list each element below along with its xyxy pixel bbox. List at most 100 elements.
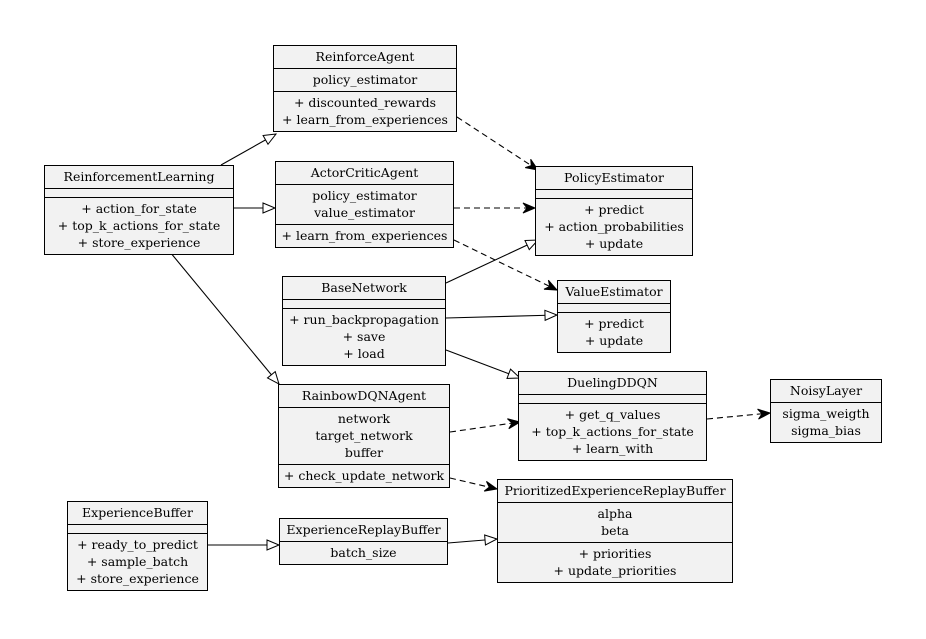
class-name: RainbowDQNAgent bbox=[301, 388, 427, 403]
section-attributes: policy_estimator bbox=[274, 68, 456, 91]
relation-inheritance-experience-replay-buffer-to-prioritized-experience-replay-buffer bbox=[447, 539, 497, 543]
class-method: + update_priorities bbox=[553, 563, 677, 578]
section-name: ReinforcementLearning bbox=[45, 166, 233, 188]
class-dueling-ddqn: DuelingDDQN + get_q_values + top_k_actions… bbox=[518, 371, 707, 461]
relation-dependency-rainbow-dqn-agent-to-dueling-ddqn bbox=[449, 422, 520, 433]
section-name: PrioritizedExperienceReplayBuffer bbox=[498, 480, 732, 502]
relation-dependency-rainbow-dqn-agent-to-prioritized-experience-replay-buffer bbox=[449, 477, 497, 489]
class-method: + discounted_rewards bbox=[293, 95, 437, 110]
class-method: + update bbox=[584, 333, 644, 348]
class-experience-buffer: ExperienceBuffer + ready_to_predict + samp… bbox=[67, 501, 208, 591]
relation-inheritance-base-network-to-policy-estimator bbox=[445, 240, 538, 284]
class-method: + save bbox=[342, 329, 386, 344]
section-name: RainbowDQNAgent bbox=[279, 385, 449, 407]
section-name: ExperienceBuffer bbox=[68, 502, 207, 524]
relation-inheritance-reinforcement-learning-to-rainbow-dqn-agent bbox=[169, 251, 279, 384]
class-method: + store_experience bbox=[77, 235, 201, 250]
section-methods: + check_update_network bbox=[279, 464, 449, 487]
class-value-estimator: ValueEstimator + predict + update bbox=[557, 280, 671, 353]
class-name: NoisyLayer bbox=[789, 383, 863, 398]
section-methods: + ready_to_predict + sample_batch + store_… bbox=[68, 533, 207, 590]
class-method: + get_q_values bbox=[564, 407, 661, 422]
class-attribute: batch_size bbox=[330, 545, 397, 560]
class-name: ExperienceBuffer bbox=[82, 505, 193, 520]
class-name: ValueEstimator bbox=[565, 284, 663, 299]
class-name: ReinforceAgent bbox=[315, 49, 415, 64]
section-name: PolicyEstimator bbox=[536, 167, 692, 189]
class-method: + load bbox=[343, 346, 385, 361]
class-method: + action_probabilities bbox=[544, 219, 684, 234]
class-method: + priorities bbox=[578, 546, 652, 561]
class-name: ReinforcementLearning bbox=[63, 169, 215, 184]
class-method: + ready_to_predict bbox=[77, 537, 198, 552]
section-name: NoisyLayer bbox=[771, 380, 881, 402]
relation-dependency-actor-critic-agent-to-value-estimator bbox=[453, 239, 557, 290]
section-name: ValueEstimator bbox=[558, 281, 670, 303]
class-method: + action_for_state bbox=[81, 201, 197, 216]
class-method: + learn_from_experiences bbox=[282, 112, 448, 127]
class-attribute: sigma_weigth bbox=[782, 406, 870, 421]
section-attributes: sigma_weigth sigma_bias bbox=[771, 402, 881, 442]
class-name: BaseNetwork bbox=[321, 280, 407, 295]
class-attribute: buffer bbox=[344, 445, 384, 460]
class-attribute: alpha bbox=[597, 506, 633, 521]
section-methods: + predict + action_probabilities + update bbox=[536, 198, 692, 255]
section-attributes bbox=[536, 189, 692, 198]
class-method: + sample_batch bbox=[86, 554, 189, 569]
class-name: PolicyEstimator bbox=[564, 170, 664, 185]
section-attributes: alpha beta bbox=[498, 502, 732, 542]
class-method: + update bbox=[584, 236, 644, 251]
class-base-network: BaseNetwork+ run_backpropagation+ save+ … bbox=[282, 276, 446, 366]
section-methods: + get_q_values + top_k_actions_for_state +… bbox=[519, 403, 706, 460]
section-name: ExperienceReplayBuffer bbox=[280, 519, 447, 541]
class-attribute: policy_estimator bbox=[312, 188, 417, 203]
relation-dependency-dueling-ddqn-to-noisy-layer bbox=[706, 413, 770, 419]
class-method: + top_k_actions_for_state bbox=[531, 424, 694, 439]
class-actor-critic-agent: ActorCriticAgent policy_estimator value_es… bbox=[275, 161, 454, 248]
section-attributes bbox=[283, 299, 445, 308]
class-name: PrioritizedExperienceReplayBuffer bbox=[504, 483, 726, 498]
relation-dependency-reinforce-agent-to-policy-estimator bbox=[456, 116, 538, 170]
section-methods: + learn_from_experiences bbox=[276, 224, 453, 247]
relation-inheritance-base-network-to-value-estimator bbox=[445, 315, 557, 318]
class-method: + predict bbox=[584, 316, 644, 331]
class-attribute: target_network bbox=[315, 428, 413, 443]
class-policy-estimator: PolicyEstimator + predict + action_probabi… bbox=[535, 166, 693, 256]
class-method: + top_k_actions_for_state bbox=[57, 218, 221, 233]
section-methods: + priorities + update_priorities bbox=[498, 542, 732, 582]
section-attributes bbox=[68, 524, 207, 533]
section-methods: + action_for_state + top_k_actions_for_st… bbox=[45, 197, 233, 254]
section-attributes: policy_estimator value_estimator bbox=[276, 184, 453, 224]
class-method: + predict bbox=[584, 202, 644, 217]
class-attribute: sigma_bias bbox=[791, 423, 861, 438]
class-reinforcement-learning: ReinforcementLearning+ action_for_state+… bbox=[44, 165, 234, 255]
class-attribute: value_estimator bbox=[314, 205, 415, 220]
class-attribute: policy_estimator bbox=[312, 72, 418, 87]
section-methods: + discounted_rewards + learn_from_experie… bbox=[274, 91, 456, 131]
section-name: ReinforceAgent bbox=[274, 46, 456, 68]
relation-inheritance-base-network-to-dueling-ddqn bbox=[445, 349, 520, 378]
class-method: + learn_from_experiences bbox=[281, 228, 448, 243]
section-attributes bbox=[558, 303, 670, 312]
section-attributes bbox=[45, 188, 233, 197]
class-method: + check_update_network bbox=[283, 468, 445, 483]
class-attribute: beta bbox=[601, 523, 629, 538]
class-name: ActorCriticAgent bbox=[310, 165, 419, 180]
class-noisy-layer: NoisyLayer sigma_weigth sigma_bias bbox=[770, 379, 882, 443]
class-method: + learn_with bbox=[571, 441, 654, 456]
section-name: DuelingDDQN bbox=[519, 372, 706, 394]
section-attributes: batch_size bbox=[280, 541, 447, 564]
class-method: + store_experience bbox=[76, 571, 199, 586]
class-reinforce-agent: ReinforceAgent policy_estimator + discount… bbox=[273, 45, 457, 132]
section-attributes bbox=[519, 394, 706, 403]
class-name: DuelingDDQN bbox=[567, 375, 658, 390]
class-experience-replay-buffer: ExperienceReplayBuffer batch_size bbox=[279, 518, 448, 565]
relation-inheritance-reinforcement-learning-to-reinforce-agent bbox=[220, 134, 276, 166]
section-methods: + run_backpropagation + save + load bbox=[283, 308, 445, 365]
class-prioritized-experience-replay-buffer: PrioritizedExperienceReplayBuffer alpha be… bbox=[497, 479, 733, 583]
class-method: + run_backpropagation bbox=[289, 312, 439, 327]
